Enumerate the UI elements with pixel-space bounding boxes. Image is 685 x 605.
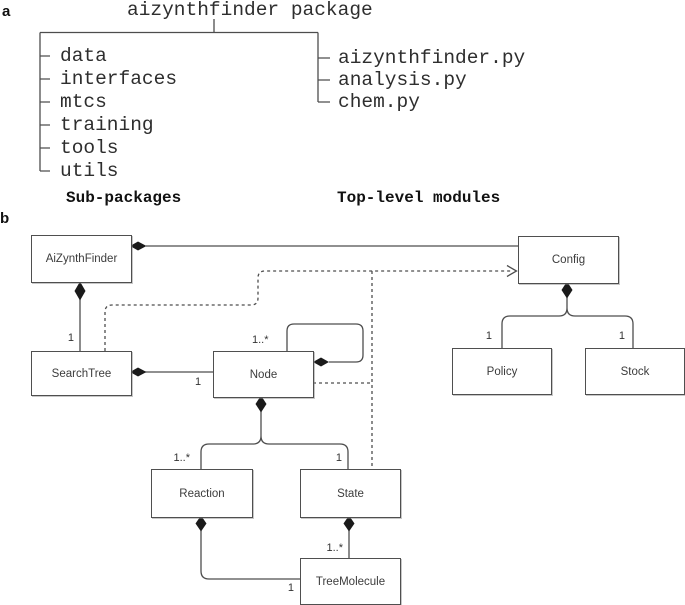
class-box-reaction: Reaction xyxy=(151,469,253,518)
composition-diamond xyxy=(255,395,267,413)
composition-diamond xyxy=(130,241,147,251)
dashed-searchtree-config xyxy=(104,270,511,351)
tree-left-bracket xyxy=(39,32,50,172)
class-box-aizynthfinder: AiZynthFinder xyxy=(31,235,132,283)
class-box-stock: Stock xyxy=(585,348,685,395)
caption-subpackages: Sub-packages xyxy=(66,189,182,207)
edge-reaction-treemolecule xyxy=(200,516,300,580)
multiplicity-label: 1 xyxy=(287,582,294,594)
multiplicity-label: 1 xyxy=(335,452,342,464)
class-box-state: State xyxy=(300,469,401,518)
panel-b-label: b xyxy=(0,210,10,227)
multiplicity-label: 1 xyxy=(485,330,492,342)
class-box-searchtree: SearchTree xyxy=(31,351,132,396)
multiplicity-label: 1..* xyxy=(173,452,190,464)
module-item: analysis.py xyxy=(338,69,467,91)
multiplicity-label: 1..* xyxy=(326,542,343,554)
subpackage-item: mtcs xyxy=(60,91,107,113)
module-item: chem.py xyxy=(338,91,420,113)
multiplicity-label: 1..* xyxy=(252,334,269,346)
edge-node-self-loop xyxy=(286,323,364,363)
caption-top-level-modules: Top-level modules xyxy=(337,189,501,207)
class-box-policy: Policy xyxy=(452,348,552,395)
panel-a-label: a xyxy=(2,3,11,20)
composition-diamond xyxy=(130,367,147,377)
tree-right-bracket xyxy=(317,32,330,103)
multiplicity-label: 1 xyxy=(67,332,74,344)
class-box-node: Node xyxy=(213,351,314,398)
class-box-treemolecule: TreeMolecule xyxy=(300,558,401,605)
subpackage-item: interfaces xyxy=(60,68,178,90)
subpackage-item: training xyxy=(60,114,154,136)
multiplicity-label: 1 xyxy=(195,376,202,388)
composition-diamond xyxy=(74,281,86,301)
multiplicity-label: 1 xyxy=(618,330,625,342)
subpackage-item: utils xyxy=(60,160,119,182)
composition-diamond xyxy=(195,515,207,532)
module-item: aizynthfinder.py xyxy=(338,47,526,69)
class-box-config: Config xyxy=(518,236,619,284)
dependency-arrow-icon xyxy=(506,264,518,278)
subpackage-item: tools xyxy=(60,137,119,159)
composition-diamond xyxy=(343,515,355,532)
composition-diamond xyxy=(561,281,573,299)
package-title: aizynthfinder package xyxy=(127,0,373,21)
subpackage-item: data xyxy=(60,45,107,67)
composition-diamond xyxy=(313,357,329,367)
